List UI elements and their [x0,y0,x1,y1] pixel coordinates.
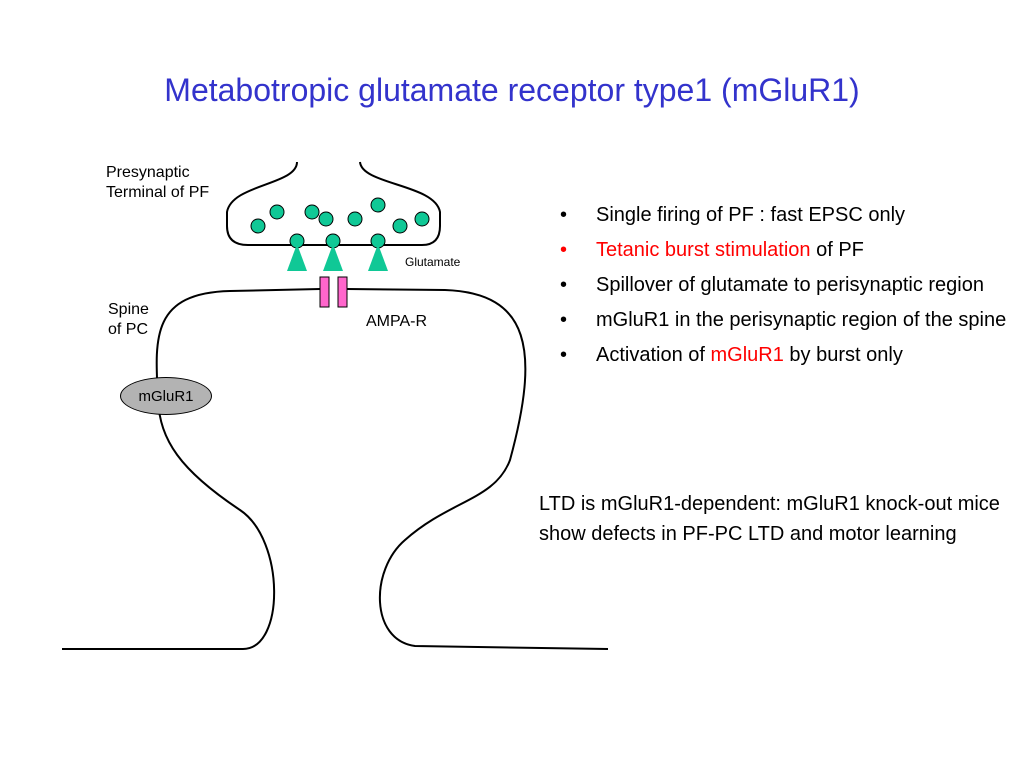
mglur1-receptor: mGluR1 [120,377,212,415]
bullet-item: • Activation of mGluR1 by burst only [560,341,1020,369]
glutamate-cone [287,244,307,271]
vesicle [269,204,285,220]
bullet-marker: • [560,344,568,366]
vesicle [347,211,363,227]
glutamate-cone [323,244,343,271]
glutamate-release [287,233,388,271]
ampa-receptor [319,276,348,308]
vesicle [392,218,408,234]
spine-outline-left [62,288,321,650]
spine-outline-right [346,288,609,650]
bullet-marker: • [560,204,568,226]
ampa-subunit [337,276,348,308]
presynaptic-label-line2: Terminal of PF [106,184,210,201]
bullet-item: • Spillover of glutamate to perisynaptic … [560,271,1020,299]
vesicle [414,211,430,227]
bullet-text: Activation of [596,344,711,366]
bullet-marker: • [560,309,568,331]
presynaptic-terminal-outline [226,161,441,246]
spine-label-line2: of PC [108,321,149,338]
bullet-text: by burst only [783,344,903,366]
spine-label-line1: Spine [108,301,149,318]
vesicle [250,218,266,234]
mglur1-label: mGluR1 [138,387,194,405]
bullet-text: Spillover of glutamate to perisynaptic r… [596,274,984,296]
ltd-note: LTD is mGluR1-dependent: mGluR1 knock-ou… [539,493,1000,545]
bullet-item: • Tetanic burst stimulation of PF [560,236,1020,264]
bullet-list: • Single firing of PF : fast EPSC only • Te… [560,201,1020,376]
bullet-marker: • [560,239,568,261]
bullet-text: mGluR1 [710,344,784,366]
ampa-subunit [319,276,330,308]
glutamate-cone [368,244,388,271]
bullet-text: mGluR1 in the perisynaptic region of the… [596,309,1007,331]
vesicle [318,211,334,227]
vesicles [250,197,430,234]
bullet-text: Tetanic burst stimulation [596,239,811,261]
presynaptic-label: Presynaptic Terminal of PF [106,163,246,203]
bullet-text: of PF [810,239,864,261]
bullet-item: • mGluR1 in the perisynaptic region of th… [560,306,1020,334]
vesicle [304,204,320,220]
bullet-item: • Single firing of PF : fast EPSC only [560,201,1020,229]
presynaptic-label-line1: Presynaptic [106,164,190,181]
vesicle [370,197,386,213]
ampa-label: AMPA-R [366,313,428,330]
bullet-marker: • [560,274,568,296]
slide-title: Metabotropic glutamate receptor type1 (m… [164,72,860,108]
bullet-text: Single firing of PF : fast EPSC only [596,204,906,226]
spine-label: Spine of PC [108,300,178,340]
glutamate-label: Glutamate [405,255,461,269]
